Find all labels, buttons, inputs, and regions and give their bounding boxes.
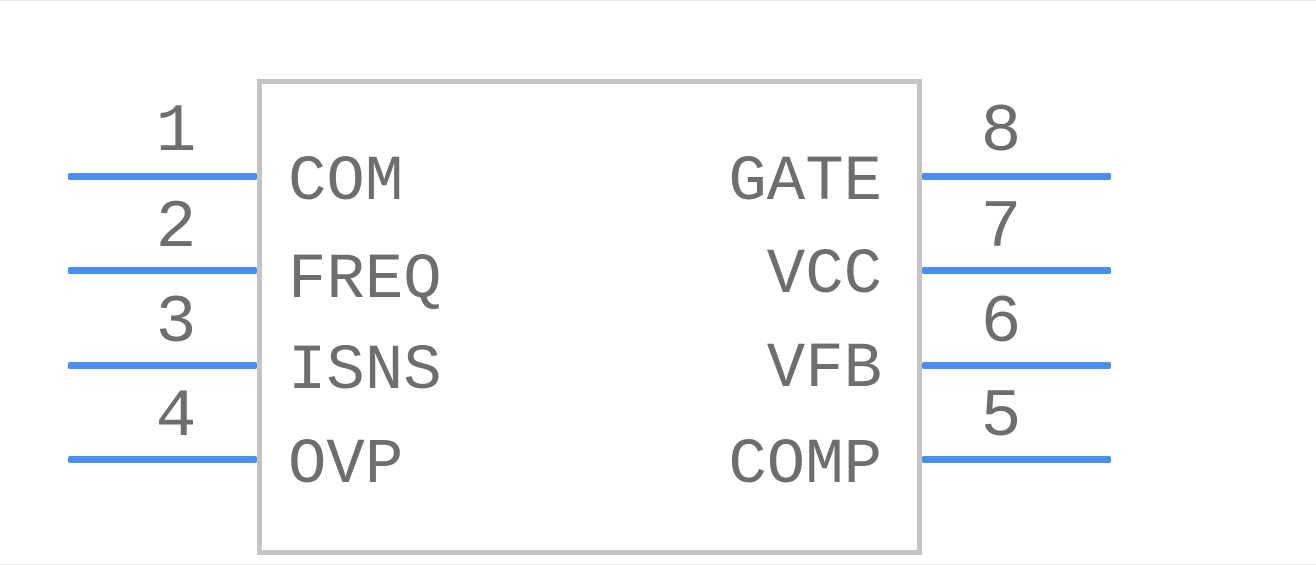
pin-2-number: 2 — [155, 190, 197, 267]
pin-6-label: VFB — [766, 334, 882, 406]
pin-5-number: 5 — [980, 379, 1022, 456]
pin-4-label: OVP — [288, 430, 404, 502]
pin-8-line — [922, 173, 1111, 180]
pin-3-number: 3 — [155, 285, 197, 362]
pin-8-label: GATE — [728, 147, 882, 219]
pin-8-number: 8 — [980, 94, 1022, 171]
pin-3-label: ISNS — [288, 336, 442, 408]
pin-1-number: 1 — [155, 94, 197, 171]
pin-7-line — [922, 267, 1111, 274]
pin-1-line — [68, 173, 257, 180]
pin-6-line — [922, 362, 1111, 369]
pin-6-number: 6 — [980, 285, 1022, 362]
pin-4-number: 4 — [155, 379, 197, 456]
pin-7-label: VCC — [766, 240, 882, 312]
pin-3-line — [68, 362, 257, 369]
pin-4-line — [68, 456, 257, 463]
ic-body — [257, 79, 922, 555]
pin-5-line — [922, 456, 1111, 463]
pin-2-line — [68, 267, 257, 274]
pin-1-label: COM — [288, 147, 404, 219]
pin-2-label: FREQ — [288, 245, 442, 317]
pin-5-label: COMP — [728, 430, 882, 502]
pin-7-number: 7 — [980, 190, 1022, 267]
